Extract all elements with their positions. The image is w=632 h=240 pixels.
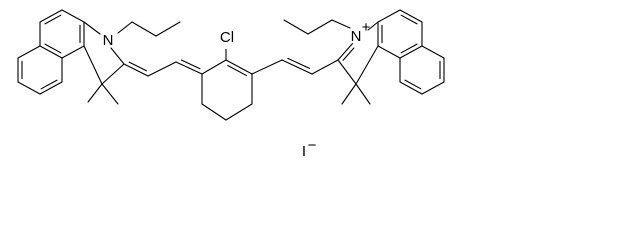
left-c3-bond [83, 45, 103, 85]
right-c2-c3-bond [337, 59, 357, 85]
label-background [100, 32, 116, 48]
right-c2-n-bond-inner [342, 47, 355, 61]
center-ring-bond [201, 59, 227, 75]
right-c2-n-bond [337, 42, 354, 61]
right-ring-bond-inner [400, 43, 418, 54]
right-c3-bond [355, 45, 379, 85]
left-ring-bond [61, 45, 85, 59]
left-ring-bond [39, 9, 63, 23]
left-ring-bond [17, 45, 41, 59]
left-ring-bond-inner [44, 43, 62, 54]
left-chain-bond [175, 61, 203, 75]
right-propyl-bond [331, 19, 351, 29]
right-ring-bond [399, 81, 423, 95]
left-propyl-bond [117, 21, 133, 34]
right-ring-bond [421, 81, 445, 95]
right-ring-bond [377, 45, 401, 59]
left-propyl-bond [155, 21, 181, 37]
left-chain-bond-inner [128, 61, 147, 72]
left-propyl-bond [131, 21, 157, 37]
right-chain-bond [311, 59, 339, 75]
right-chain-bond [281, 59, 313, 75]
nitrogen-left-label: N [103, 32, 114, 49]
label-background [217, 31, 235, 49]
left-methyl-bond [101, 83, 119, 105]
left-n-c2-bond [110, 47, 125, 65]
left-ring-bond [39, 45, 63, 59]
right-methyl-bond [355, 83, 371, 105]
right-n-bond [367, 21, 379, 31]
right-propyl-bond [307, 19, 333, 35]
left-ring-bond [39, 81, 63, 95]
nitrogen-right-label: N [351, 28, 362, 45]
left-ring-bond-inner [44, 14, 62, 25]
left-chain-bond [123, 63, 149, 77]
center-ring-bond [225, 103, 253, 121]
iodide-charge-label: − [308, 137, 317, 154]
left-methyl-bond [87, 83, 103, 103]
iodide-label: I [302, 143, 306, 160]
center-ring-bond [201, 103, 227, 121]
right-ring-bond [399, 9, 423, 23]
nitrogen-charge-label: + [362, 19, 371, 36]
left-chain-bond-inner [180, 59, 201, 70]
label-background [348, 28, 364, 44]
left-ring-bond-inner [40, 79, 58, 90]
right-ring-bond [399, 45, 423, 59]
left-ring-bond [61, 9, 85, 23]
right-ring-bond-inner [404, 79, 422, 90]
center-ring-bond [225, 59, 253, 75]
left-n-bond [83, 21, 101, 35]
left-ring-bond [17, 81, 41, 95]
right-ring-bond [377, 9, 401, 23]
right-methyl-bond [341, 83, 357, 105]
right-ring-bond-inner [400, 14, 418, 25]
right-chain-bond [251, 59, 283, 75]
left-chain-bond [147, 61, 177, 77]
right-propyl-bond [283, 19, 309, 35]
chlorine-label: Cl [220, 29, 234, 46]
right-ring-bond [421, 45, 445, 59]
center-ring-bond-inner [227, 64, 248, 77]
left-c2-c3-bond [101, 63, 125, 85]
right-chain-bond-inner [287, 57, 311, 69]
